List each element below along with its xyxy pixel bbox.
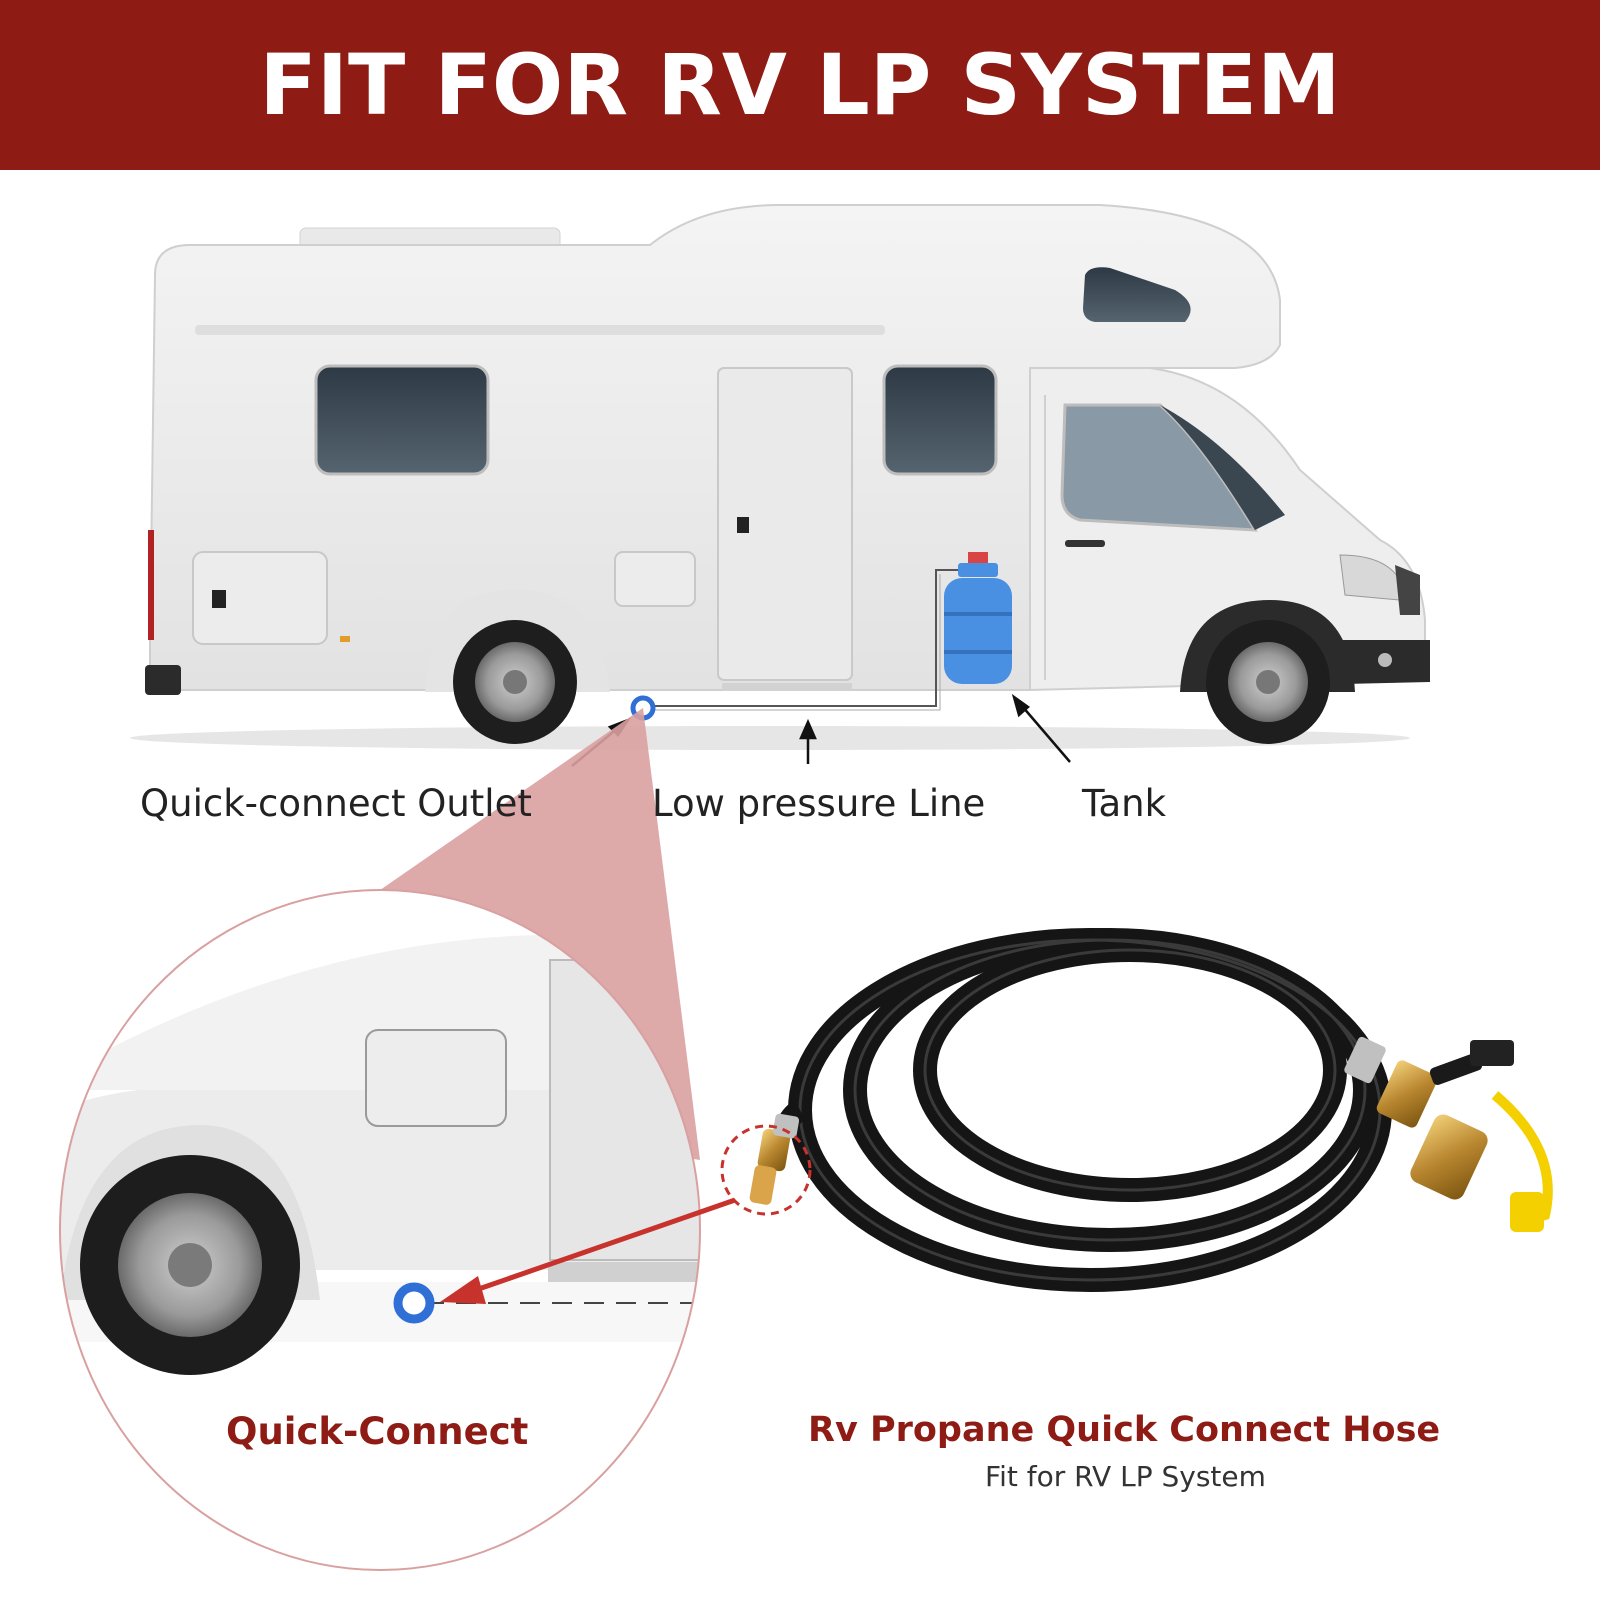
front-wheel: [1206, 620, 1330, 744]
rear-wheel: [453, 620, 577, 744]
page-title: FIT FOR RV LP SYSTEM: [259, 36, 1341, 134]
zoom-caption: Quick-Connect: [226, 1410, 529, 1453]
propane-tank-icon: [944, 552, 1012, 684]
pointer-arrow: [440, 1197, 736, 1304]
low-pressure-line: [642, 569, 958, 707]
product-subtitle: Fit for RV LP System: [985, 1460, 1266, 1493]
rv-illustration: [130, 204, 1430, 750]
header-banner: FIT FOR RV LP SYSTEM: [0, 0, 1600, 170]
tank-label: Tank: [1082, 782, 1167, 825]
low-pressure-line-label: Low pressure Line: [652, 782, 986, 825]
propane-hose-icon: [749, 928, 1553, 1292]
fitting-highlight-circle: [720, 1124, 812, 1216]
zoom-circle: [59, 889, 701, 1571]
quick-connect-zoom-marker: [393, 1282, 435, 1324]
product-title: Rv Propane Quick Connect Hose: [808, 1410, 1441, 1450]
quick-connect-outlet-label: Quick-connect Outlet: [140, 782, 532, 825]
